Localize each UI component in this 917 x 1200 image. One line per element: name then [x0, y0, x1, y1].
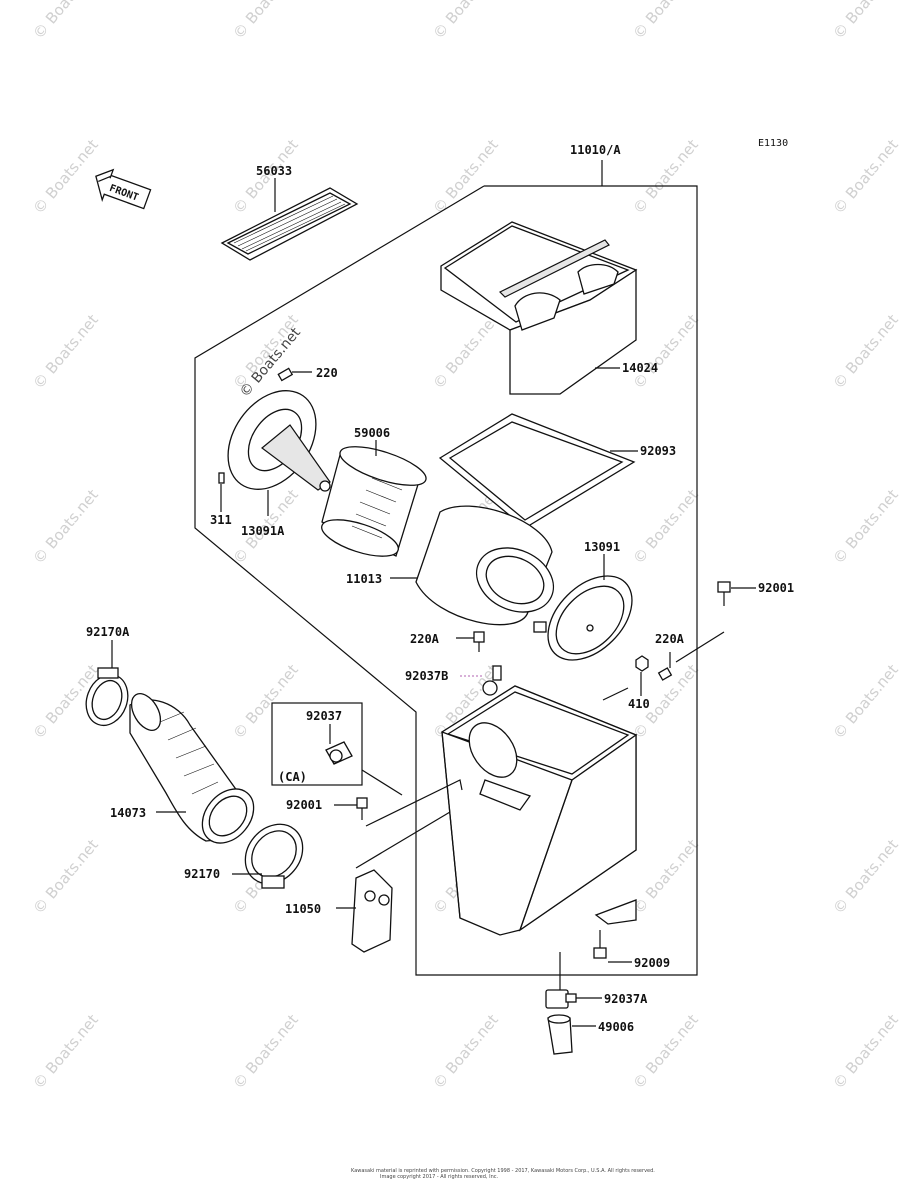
part-14073-duct [129, 693, 255, 844]
watermark-text: © Boats.net [429, 0, 502, 43]
part-case [440, 685, 638, 936]
label-14073: 14073 [110, 806, 146, 820]
label-49006: 49006 [598, 1020, 634, 1034]
label-92170: 92170 [184, 867, 220, 881]
diagram-code: E1130 [758, 138, 788, 149]
footer-line-1: Kawasaki material is reprinted with perm… [351, 1168, 655, 1174]
watermark-text: © Boats.net [829, 486, 902, 568]
part-56033-pad [220, 178, 359, 261]
watermark-text: © Boats.net [29, 836, 102, 918]
part-92037A-clamp [545, 952, 602, 1009]
part-92037B-clamp [460, 665, 502, 696]
part-92093-gasket [438, 413, 638, 529]
part-13091A-cap [227, 390, 331, 516]
label-11013: 11013 [346, 572, 382, 586]
watermark-text: © Boats.net [829, 661, 902, 743]
watermark-text: © Boats.net [429, 1011, 502, 1093]
watermark-text: © Boats.net [229, 661, 302, 743]
label-220: 220 [316, 366, 338, 380]
part-311-pin [218, 472, 225, 512]
part-11050-bracket [336, 811, 451, 953]
label-13091A: 13091A [241, 524, 285, 538]
watermark-text: © Boats.net [29, 136, 102, 218]
part-14024-cover [440, 221, 638, 395]
part-92001-bolt-right [675, 581, 756, 663]
watermark-text: © Boats.net [829, 0, 902, 43]
part-220A-screw-right [657, 652, 673, 681]
label-13091: 13091 [584, 540, 620, 554]
watermark-text: © Boats.net [29, 1011, 102, 1093]
watermark-text: © Boats.net [629, 1011, 702, 1093]
watermark-text: © Boats.net [829, 836, 902, 918]
watermark-text: © Boats.net [829, 136, 902, 218]
label-ca: (CA) [278, 770, 307, 784]
watermark-text: © Boats.net [829, 1011, 902, 1093]
footer-line-2: Image copyright 2017 - All rights reserv… [380, 1174, 499, 1180]
label-92037A: 92037A [604, 992, 648, 1006]
watermark-text: © Boats.net [629, 311, 702, 393]
watermark-text: © Boats.net [29, 311, 102, 393]
watermark-text: © Boats.net [229, 0, 302, 43]
part-11013-element [390, 505, 555, 626]
front-arrow-icon: FRONT [95, 168, 152, 210]
watermark-text: © Boats.net [629, 0, 702, 43]
part-13091-cap [533, 554, 633, 661]
part-labels: 56033 11010/A 14024 220 59006 92093 311 … [86, 143, 794, 1034]
assembly-outline [194, 160, 698, 976]
label-59006: 59006 [354, 426, 390, 440]
part-220-screw [277, 367, 312, 382]
watermark-text: © Boats.net [29, 0, 102, 43]
label-11010A: 11010/A [570, 143, 621, 157]
label-14024: 14024 [622, 361, 658, 375]
part-220A-screw-center [456, 631, 485, 652]
part-59006-screen [321, 440, 427, 557]
label-56033: 56033 [256, 164, 292, 178]
label-92001-left: 92001 [286, 798, 322, 812]
watermark-text: © Boats.net [629, 136, 702, 218]
label-311: 311 [210, 513, 232, 527]
label-11050: 11050 [285, 902, 321, 916]
part-410-nut [635, 655, 649, 696]
label-220A-center: 220A [410, 632, 440, 646]
label-410: 410 [628, 697, 650, 711]
part-92001-bolt-left [334, 779, 463, 827]
part-92170-clamp [232, 823, 304, 889]
watermark-text: © Boats.net [829, 311, 902, 393]
label-92009: 92009 [634, 956, 670, 970]
watermark-text: © Boats.net [629, 486, 702, 568]
label-92093: 92093 [640, 444, 676, 458]
part-92037-clamp [271, 702, 403, 796]
label-92037B: 92037B [405, 669, 448, 683]
watermark-text: © Boats.net [229, 1011, 302, 1093]
label-92170A: 92170A [86, 625, 130, 639]
watermark-text: © Boats.net [429, 136, 502, 218]
watermark-text: © Boats.net [629, 836, 702, 918]
label-220A-right: 220A [655, 632, 685, 646]
watermark-text: © Boats.net [429, 311, 502, 393]
label-92001-right: 92001 [758, 581, 794, 595]
label-92037: 92037 [306, 709, 342, 723]
part-92170A-clamp [85, 640, 129, 727]
part-92009-screw [593, 930, 632, 963]
watermark-text: © Boats.net [29, 486, 102, 568]
part-49006-hose [547, 1014, 596, 1055]
